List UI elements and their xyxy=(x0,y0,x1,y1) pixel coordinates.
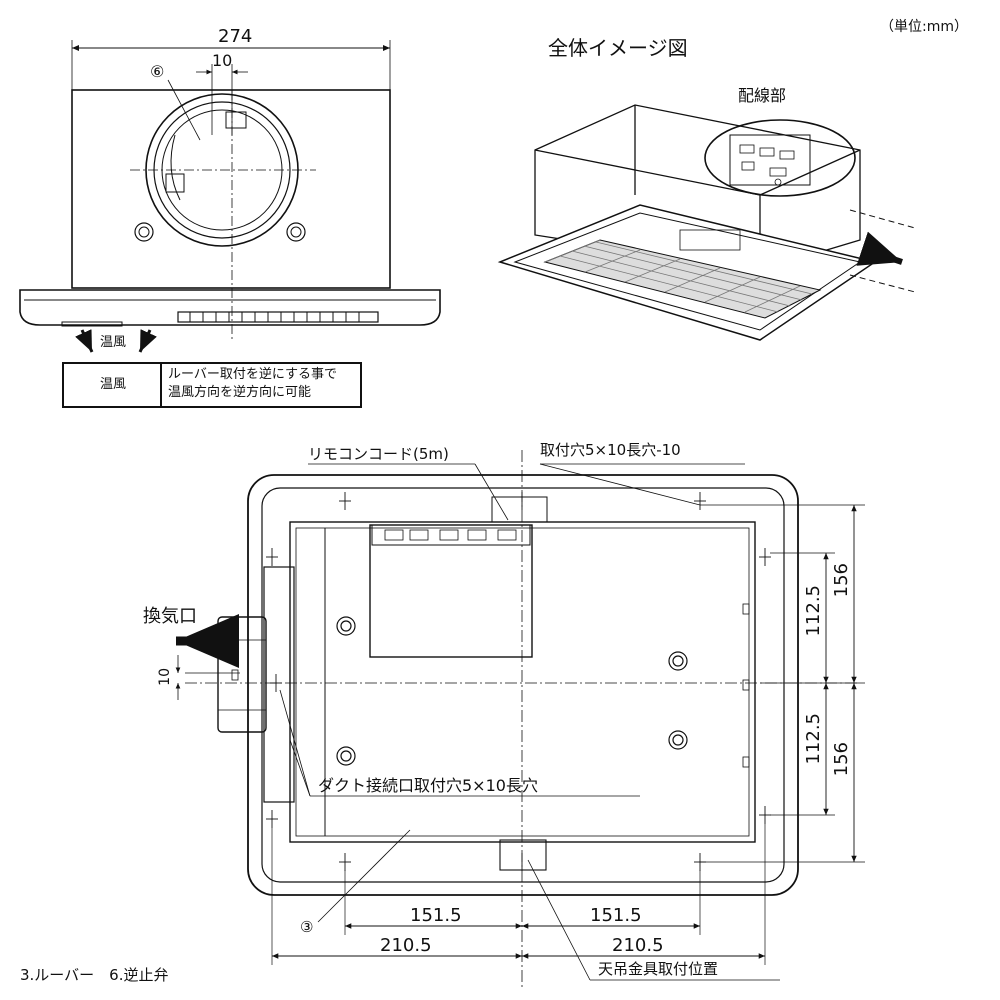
dim-151-5-right: 151.5 xyxy=(590,905,642,926)
dim-210-5-right: 210.5 xyxy=(612,935,664,956)
side-offset-dim: 10 xyxy=(212,51,233,70)
side-part-callout: ⑥ xyxy=(150,62,165,81)
exhaust-offset-dim: 10 xyxy=(157,668,173,686)
bottom-view xyxy=(175,450,865,990)
dim-156-lower: 156 xyxy=(831,742,852,777)
overview-title: 全体イメージ図 xyxy=(548,36,688,60)
wiring-label: 配線部 xyxy=(738,86,787,105)
duct-label: ダクト接続口取付穴5×10長穴 xyxy=(318,776,538,795)
airflow-label: 温風 xyxy=(100,335,127,350)
note-airflow-label: 温風 xyxy=(100,377,127,392)
dim-210-5-left: 210.5 xyxy=(380,935,432,956)
exhaust-label: 換気口 xyxy=(143,606,197,627)
note-divider xyxy=(160,362,162,408)
hanger-label: 天吊金具取付位置 xyxy=(598,960,719,978)
dim-156-upper: 156 xyxy=(831,563,852,598)
note-line-2: 温風方向を逆方向に可能 xyxy=(168,385,312,400)
parts-legend: 3.ルーバー 6.逆止弁 xyxy=(20,966,169,984)
dim-151-5-left: 151.5 xyxy=(410,905,462,926)
bottom-part-callout: ③ xyxy=(300,918,314,936)
dim-112-5-lower: 112.5 xyxy=(803,713,824,765)
remote-cord-label: リモコンコード(5m) xyxy=(308,445,449,463)
overview-illustration xyxy=(497,104,916,341)
mount-hole-label: 取付穴5×10長穴-10 xyxy=(540,441,681,459)
note-line-1: ルーバー取付を逆にする事で xyxy=(168,367,338,382)
louver-note-box xyxy=(62,362,362,408)
dim-112-5-upper: 112.5 xyxy=(803,585,824,637)
unit-label: （単位:mm） xyxy=(880,19,968,35)
side-view xyxy=(19,40,441,397)
side-width-dim: 274 xyxy=(218,26,253,47)
